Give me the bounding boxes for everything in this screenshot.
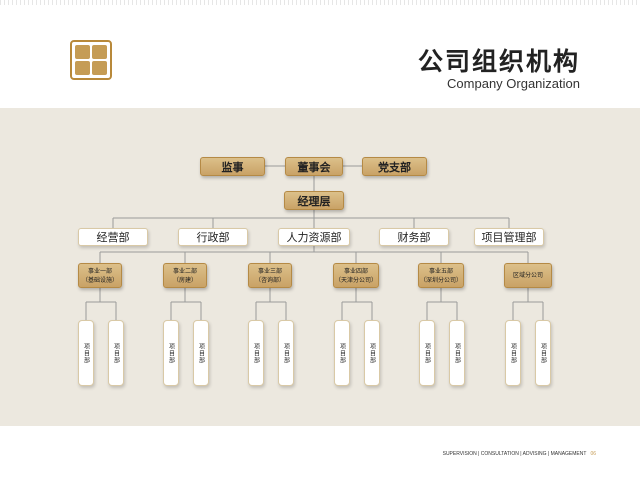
division-box: 事业一部（基础设施） xyxy=(78,263,122,288)
management-box: 经理层 xyxy=(284,191,344,210)
party-branch-box: 党支部 xyxy=(362,157,427,176)
project-box: 项目部 xyxy=(193,320,209,386)
project-box: 项目部 xyxy=(248,320,264,386)
project-box: 项目部 xyxy=(278,320,294,386)
project-box: 项目部 xyxy=(334,320,350,386)
department-box: 项目管理部 xyxy=(474,228,544,246)
department-box: 财务部 xyxy=(379,228,449,246)
division-box: 事业五部（深圳分公司） xyxy=(418,263,464,288)
page-number: 06 xyxy=(590,451,596,457)
footer: SUPERVISION | CONSULTATION | ADVISING | … xyxy=(443,451,596,457)
division-box: 区域分公司 xyxy=(504,263,552,288)
project-box: 项目部 xyxy=(419,320,435,386)
division-box: 事业三部（咨询部） xyxy=(248,263,292,288)
project-box: 项目部 xyxy=(535,320,551,386)
division-box: 事业二部（房建） xyxy=(163,263,207,288)
department-box: 人力资源部 xyxy=(278,228,350,246)
page-title: 公司组织机构 xyxy=(417,47,580,76)
page-subtitle: Company Organization xyxy=(447,76,580,91)
board-of-directors-box: 董事会 xyxy=(285,157,343,176)
supervisor-box: 监事 xyxy=(200,157,265,176)
company-logo-seal xyxy=(70,40,112,80)
top-ruler xyxy=(0,0,640,12)
project-box: 项目部 xyxy=(505,320,521,386)
department-box: 经营部 xyxy=(78,228,148,246)
project-box: 项目部 xyxy=(163,320,179,386)
project-box: 项目部 xyxy=(449,320,465,386)
project-box: 项目部 xyxy=(364,320,380,386)
footer-tagline: SUPERVISION | CONSULTATION | ADVISING | … xyxy=(442,451,587,457)
division-box: 事业四部（天津分公司） xyxy=(333,263,379,288)
department-box: 行政部 xyxy=(178,228,248,246)
project-box: 项目部 xyxy=(108,320,124,386)
project-box: 项目部 xyxy=(78,320,94,386)
